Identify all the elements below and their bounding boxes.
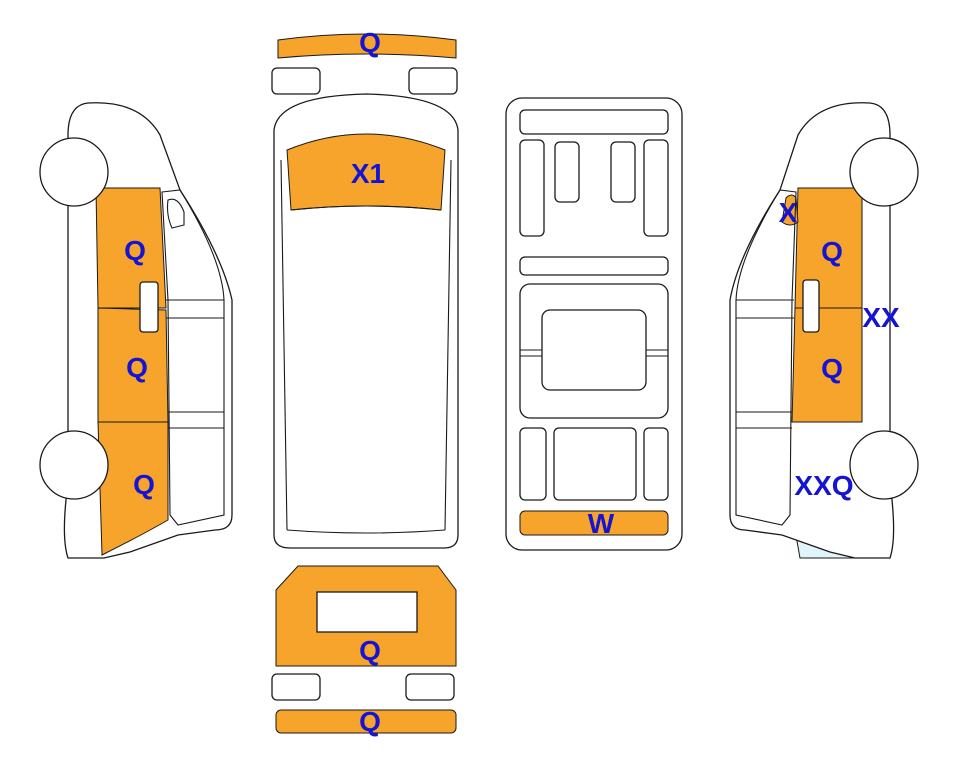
underside-center-rails <box>520 349 668 357</box>
front-bumper-zone <box>277 33 457 59</box>
rear-doors-label: Q <box>359 635 381 666</box>
underside-rear-bar-zone <box>519 510 669 536</box>
right-taillight <box>405 673 455 701</box>
right-middle-label: Q <box>821 353 843 384</box>
underside-front-left-outer <box>519 139 545 237</box>
underside-rear-center <box>553 427 637 501</box>
right-pillar-zone <box>781 194 799 226</box>
right-rail-lower <box>736 411 792 429</box>
underside-view: W <box>505 97 683 551</box>
right-front-door-label: Q <box>821 236 843 267</box>
front-view: Q <box>271 27 458 95</box>
left-front-wheel <box>39 137 109 207</box>
underside-rear-label: W <box>588 508 615 539</box>
right-roof-rail <box>444 159 452 531</box>
left-rail-lower <box>168 411 224 429</box>
left-roof-rail <box>280 159 288 531</box>
right-rear-label: XXQ <box>794 470 853 501</box>
left-front-door-label: Q <box>124 235 146 266</box>
rear-view: Q Q <box>271 565 457 737</box>
left-front-door-zone <box>95 187 167 309</box>
hood-label: X1 <box>351 158 385 189</box>
rear-window <box>316 591 418 633</box>
windshield-line <box>290 205 442 211</box>
right-window-frame <box>735 189 797 526</box>
underside-front-right-outer <box>643 139 669 237</box>
underside-middle-bar <box>519 256 669 276</box>
right-rail-upper <box>736 299 794 319</box>
right-middle-zone <box>791 307 863 423</box>
underside-front-right-inner <box>610 141 636 203</box>
right-front-wheel <box>849 137 919 207</box>
left-door-handle <box>139 281 159 333</box>
right-door-handle <box>802 279 820 333</box>
left-window-frame <box>161 189 225 526</box>
rear-roof-line <box>286 529 446 534</box>
left-rear-zone <box>97 421 169 556</box>
underside-front-left-inner <box>554 141 580 203</box>
rear-bumper-zone <box>275 709 457 734</box>
left-middle-label: Q <box>126 352 148 383</box>
left-window-quarter <box>166 198 185 229</box>
underside-front-bar <box>519 109 669 135</box>
left-rail-upper <box>166 299 224 319</box>
right-cab-side-label: XX <box>862 302 900 333</box>
underside-rear-left <box>519 427 547 501</box>
left-rear-label: Q <box>133 469 155 500</box>
underside-center-plate <box>541 309 647 391</box>
underside-rear-right <box>643 427 669 501</box>
left-taillight <box>271 673 321 701</box>
rear-bumper-label: Q <box>359 706 381 737</box>
left-headlight <box>271 67 321 95</box>
right-pillar-label: X <box>779 197 798 228</box>
right-rear-wheel <box>849 430 919 500</box>
front-bumper-label: Q <box>359 27 381 58</box>
left-rear-wheel <box>39 430 109 500</box>
top-view: X1 <box>273 93 459 549</box>
right-headlight <box>408 67 458 95</box>
right-side-view: X Q XX Q XXQ <box>729 102 919 559</box>
left-side-view: Q Q Q <box>39 102 233 559</box>
